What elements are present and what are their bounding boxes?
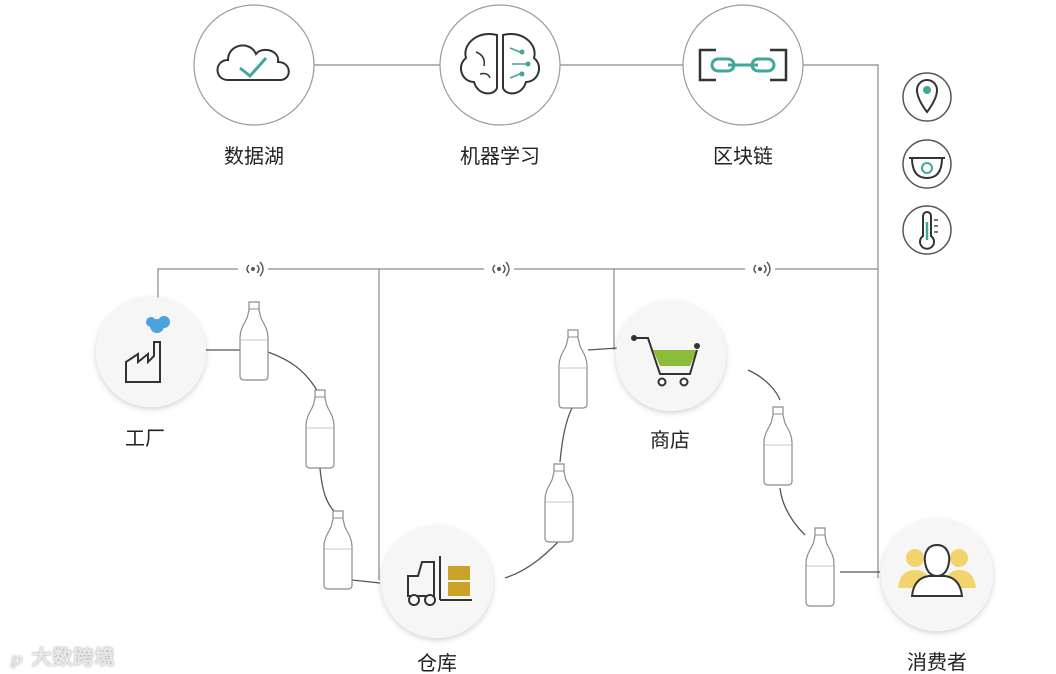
watermark-logo-icon: ℘ <box>10 648 24 669</box>
factory-node: 工厂 <box>96 297 206 450</box>
node-label: 机器学习 <box>460 144 540 168</box>
machine-learning-node: 机器学习 <box>440 5 560 168</box>
wireless-signal-icon <box>484 260 514 278</box>
node-label: 工厂 <box>125 426 165 450</box>
node-label: 商店 <box>650 428 690 452</box>
blockchain-node: 区块链 <box>683 5 803 168</box>
wireless-signal-icon <box>238 260 268 278</box>
watermark: ℘ 大数跨境 <box>10 641 116 670</box>
store-node: 商店 <box>616 301 726 452</box>
milk-bottle <box>306 390 334 468</box>
node-label: 数据湖 <box>224 144 284 168</box>
wireless-signal-icon <box>745 260 775 278</box>
consumer-node: 消费者 <box>881 519 993 674</box>
temperature-sensor <box>903 206 951 254</box>
camera-sensor <box>903 140 951 188</box>
milk-bottle <box>324 511 352 589</box>
node-label: 区块链 <box>713 144 773 168</box>
node-label: 仓库 <box>417 651 457 674</box>
data-lake-node: 数据湖 <box>194 5 314 168</box>
milk-bottle <box>240 302 268 380</box>
warehouse-node: 仓库 <box>381 526 493 674</box>
node-label: 消费者 <box>907 650 967 674</box>
milk-bottle <box>806 528 834 606</box>
milk-bottle <box>559 330 587 408</box>
milk-bottle <box>764 407 792 485</box>
watermark-text: 大数跨境 <box>32 645 116 669</box>
location-sensor <box>903 73 951 121</box>
top-connector-lines <box>158 65 878 580</box>
milk-bottle <box>545 464 573 542</box>
